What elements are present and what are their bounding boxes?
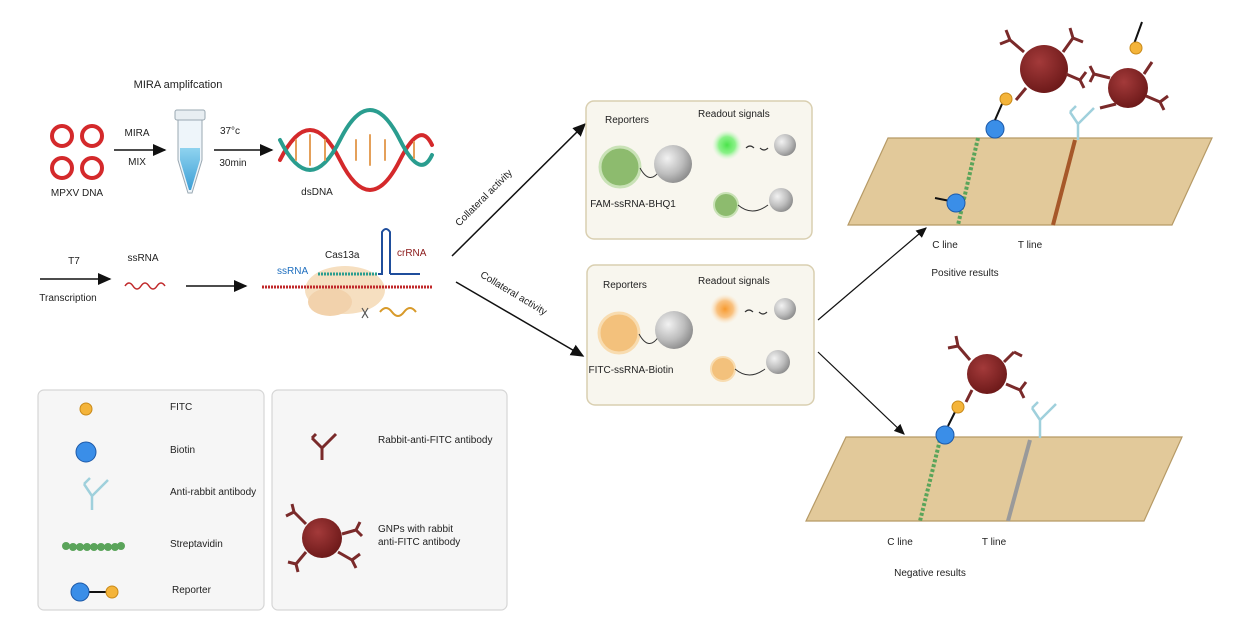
- legend-left: FITC Biotin Anti-rabbit antibody Strepta…: [37, 389, 265, 611]
- dsdna-helix-icon: [278, 108, 434, 192]
- fitc-intact-signal-icon: [710, 350, 790, 382]
- reaction-tube-icon: [174, 109, 206, 194]
- legend-biotin-label: Biotin: [170, 445, 195, 456]
- negative-t-line: [1006, 439, 1032, 522]
- positive-t-line: [1051, 139, 1077, 226]
- ssrna-label: ssRNA: [127, 253, 158, 264]
- collateral-arrow-top: [451, 122, 587, 257]
- legend-fitc-label: FITC: [170, 402, 192, 413]
- transcription-label: Transcription: [39, 293, 96, 304]
- ssrna-target-label: ssRNA: [277, 266, 308, 277]
- gnp-icon: [999, 27, 1088, 101]
- collateral-label-bottom: Collateral activity: [478, 270, 548, 318]
- crrna-label: crRNA: [397, 248, 427, 259]
- anti-rabbit-antibody-icon: [1030, 401, 1057, 438]
- dsdna-label: dsDNA: [301, 187, 333, 198]
- streptavidin-icon: [62, 542, 125, 551]
- legend-gnp-label: GNPs with rabbit: [378, 524, 453, 535]
- fitc-reporter-icon: [597, 311, 693, 355]
- gnp-icon: [1088, 61, 1169, 111]
- transcription-section: T7 Transcription ssRNA ssRNA Cas13a crRN…: [39, 228, 432, 319]
- cas13a-label: Cas13a: [325, 250, 360, 261]
- positive-strip: C line T line Positive results: [847, 21, 1213, 279]
- fam-reporter-name: FAM-ssRNA-BHQ1: [590, 199, 676, 210]
- biotin-icon: [75, 441, 97, 463]
- legend-streptavidin-label: Streptavidin: [170, 539, 223, 550]
- plasmid-icon: [80, 156, 104, 180]
- anti-rabbit-antibody-icon: [82, 477, 109, 510]
- rabbit-anti-fitc-antibody-icon: [310, 432, 338, 460]
- fam-reporter-panel: Reporters Readout signals FAM-ssRNA-BHQ1: [585, 100, 813, 240]
- legend-anti-rabbit-label: Anti-rabbit antibody: [170, 487, 256, 498]
- legend-right: Rabbit-anti-FITC antibody GNPs with rabb…: [271, 389, 508, 611]
- positive-c-line-label: C line: [932, 240, 958, 251]
- mpxv-dna-label: MPXV DNA: [51, 188, 104, 199]
- fitc-cleaved-signal-icon: [710, 294, 796, 324]
- fam-reporter-icon: [598, 145, 692, 189]
- positive-arrow: [817, 227, 927, 321]
- gnp-antibody-icon: [285, 503, 364, 573]
- collateral-arrows: Collateral activity Collateral activity: [451, 122, 587, 357]
- legend-rabbit-anti-fitc-label: Rabbit-anti-FITC antibody: [378, 435, 493, 446]
- mira-title: MIRA amplifcation: [134, 79, 223, 91]
- collateral-label-top: Collateral activity: [454, 168, 515, 229]
- fam-reporters-label: Reporters: [605, 115, 649, 126]
- anti-rabbit-antibody-icon: [1068, 105, 1095, 140]
- legend-reporter-label: Reporter: [172, 585, 212, 596]
- negative-c-line-label: C line: [887, 537, 913, 548]
- scissors-icon: [361, 307, 369, 319]
- negative-arrow: [817, 351, 905, 435]
- plasmid-icon: [50, 156, 74, 180]
- fitc-icon: [79, 402, 93, 416]
- gnp-icon: [947, 335, 1028, 403]
- mira-section: MIRA amplifcation MPXV DNA MIRA MIX 37°c…: [50, 79, 434, 199]
- plasmid-icons: [50, 124, 104, 180]
- fitc-readout-label: Readout signals: [698, 276, 770, 287]
- positive-result-label: Positive results: [931, 268, 998, 279]
- ssrna-wave-icon: [124, 282, 166, 290]
- legend-gnp-label-2: anti-FITC antibody: [378, 537, 460, 548]
- fitc-reporters-label: Reporters: [603, 280, 647, 291]
- reporter-icon: [70, 582, 119, 602]
- fam-readout-label: Readout signals: [698, 109, 770, 120]
- negative-c-line: [918, 439, 942, 522]
- fitc-reporter-name: FITC-ssRNA-Biotin: [588, 365, 673, 376]
- mira-label: MIRA: [125, 128, 150, 139]
- negative-strip: C line T line Negative results: [805, 335, 1183, 579]
- fitc-reporter-panel: Reporters Readout signals FITC-ssRNA-Bio…: [586, 264, 815, 406]
- positive-t-line-label: T line: [1018, 240, 1043, 251]
- temperature-label: 37°c: [220, 126, 240, 137]
- negative-t-line-label: T line: [982, 537, 1007, 548]
- fam-cleaved-signal-icon: [712, 130, 796, 160]
- time-label: 30min: [219, 158, 246, 169]
- t7-label: T7: [68, 256, 80, 267]
- negative-result-label: Negative results: [894, 568, 966, 579]
- cas13a-complex-icon: [262, 228, 432, 319]
- collateral-arrow-bottom: [455, 281, 585, 357]
- fam-intact-signal-icon: [713, 188, 793, 218]
- mix-label: MIX: [128, 157, 146, 168]
- plasmid-icon: [50, 124, 74, 148]
- plasmid-icon: [80, 124, 104, 148]
